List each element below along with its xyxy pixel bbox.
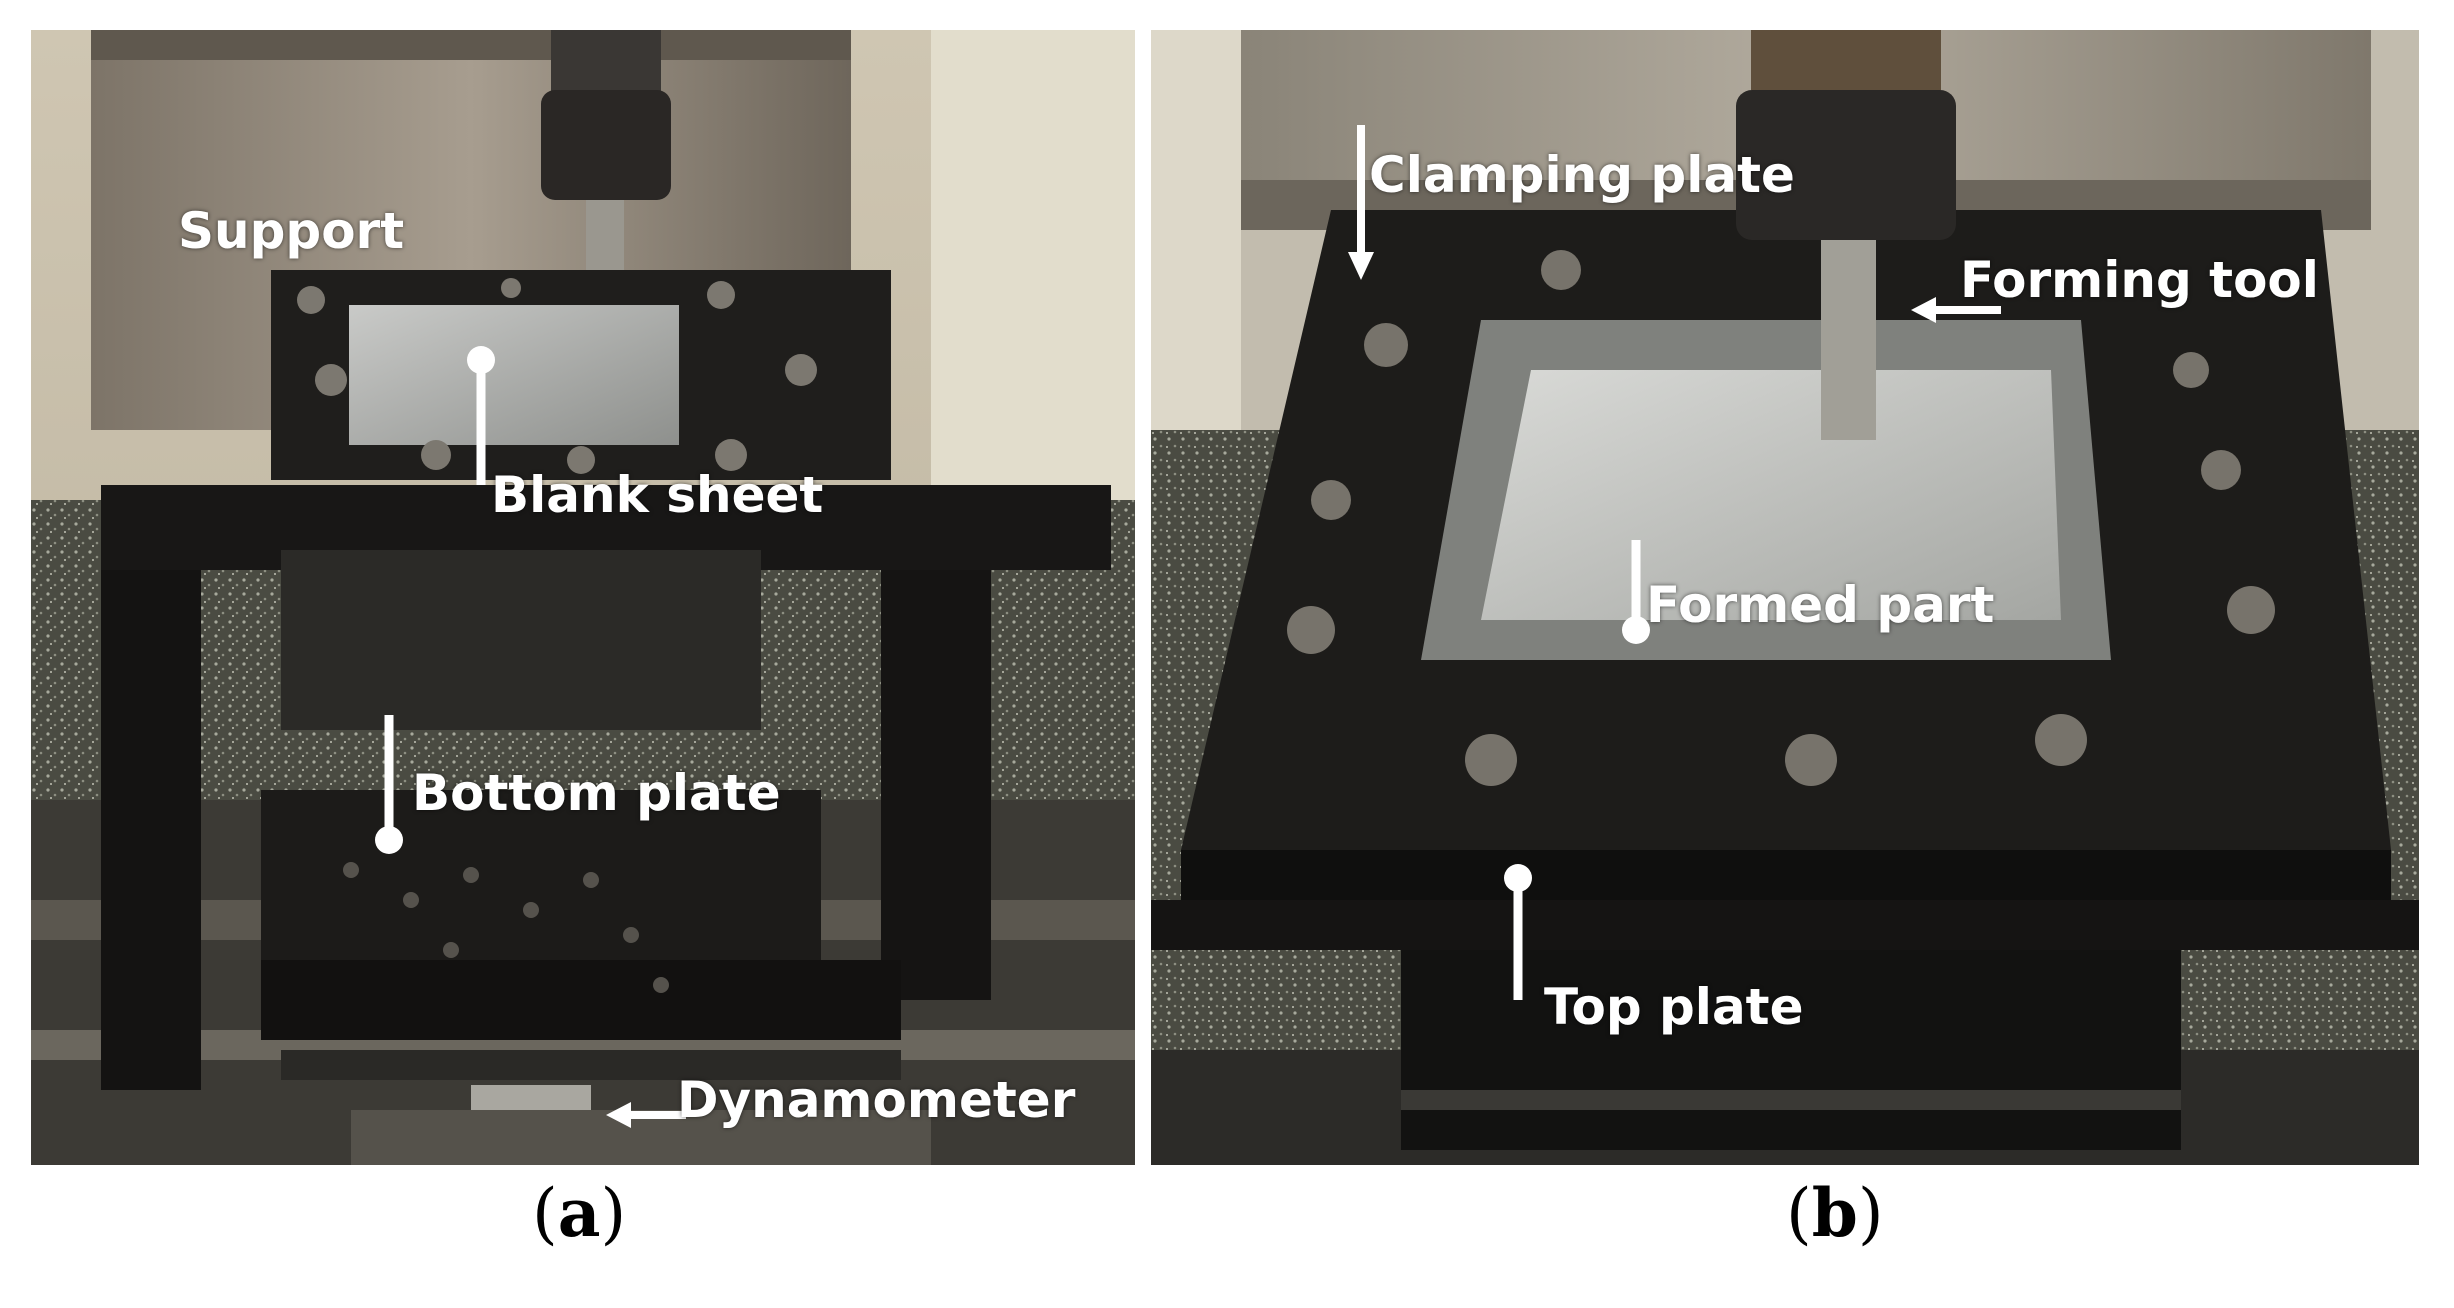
support-label: Support	[178, 202, 405, 260]
caption-a-open: (	[532, 1175, 558, 1252]
photo-b-illustration	[1151, 30, 2419, 1165]
clamping-plate-label: Clamping plate	[1369, 146, 1795, 204]
dynamometer-label: Dynamometer	[677, 1071, 1076, 1129]
caption-b: (b)	[1786, 1180, 1884, 1247]
photo-panel-b: Clamping plate Forming tool Formed part …	[1151, 30, 2419, 1165]
forming-tool-label: Forming tool	[1960, 251, 2319, 309]
bottom-plate-label: Bottom plate	[412, 764, 781, 822]
caption-b-letter: b	[1811, 1174, 1858, 1252]
top-plate-label: Top plate	[1544, 978, 1804, 1036]
caption-b-open: (	[1786, 1175, 1812, 1252]
photo-panel-a: Support Blank sheet Bottom plate Dynamom…	[31, 30, 1135, 1165]
caption-a-letter: a	[557, 1174, 601, 1252]
caption-a-close: )	[600, 1175, 627, 1252]
caption-b-close: )	[1857, 1175, 1884, 1252]
formed-part-label: Formed part	[1646, 576, 1995, 634]
photo-a-illustration	[31, 30, 1135, 1165]
blank-sheet-label: Blank sheet	[491, 466, 824, 524]
caption-a: (a)	[532, 1180, 626, 1247]
